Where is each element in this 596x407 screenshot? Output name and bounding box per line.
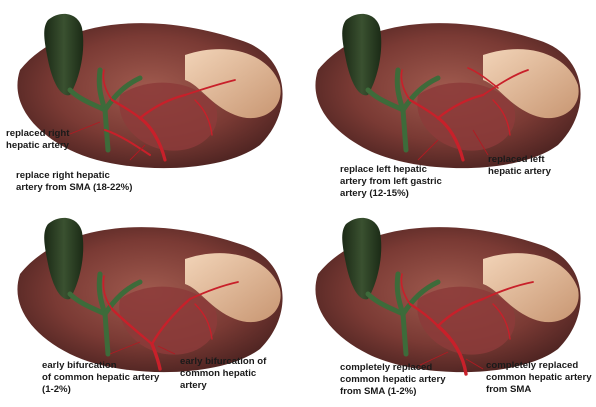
- label-replaced-right-hepatic-artery: replaced right hepatic artery: [6, 128, 106, 152]
- label-completely-replaced-percent: completely replaced common hepatic arter…: [340, 362, 480, 398]
- label-replaced-left-hepatic-artery: replaced left hepatic artery: [488, 154, 588, 178]
- label-early-bifurcation-artery: early bifurcation of common hepatic arte…: [180, 356, 290, 392]
- label-replace-right-hepatic-from-sma: replace right hepatic artery from SMA (1…: [16, 170, 186, 194]
- panel-replaced-left-hepatic: replace left hepatic artery from left ga…: [298, 0, 596, 203]
- label-completely-replaced-artery: completely replaced common hepatic arter…: [486, 360, 594, 396]
- panel-early-bifurcation: early bifurcation of common hepatic arte…: [0, 204, 298, 407]
- label-replace-left-hepatic-from-left-gastric: replace left hepatic artery from left ga…: [340, 164, 480, 200]
- panel-completely-replaced: completely replaced common hepatic arter…: [298, 204, 596, 407]
- label-early-bifurcation-percent: early bifurcation of common hepatic arte…: [42, 360, 172, 396]
- panel-replaced-right-hepatic: replaced right hepatic artery replace ri…: [0, 0, 298, 203]
